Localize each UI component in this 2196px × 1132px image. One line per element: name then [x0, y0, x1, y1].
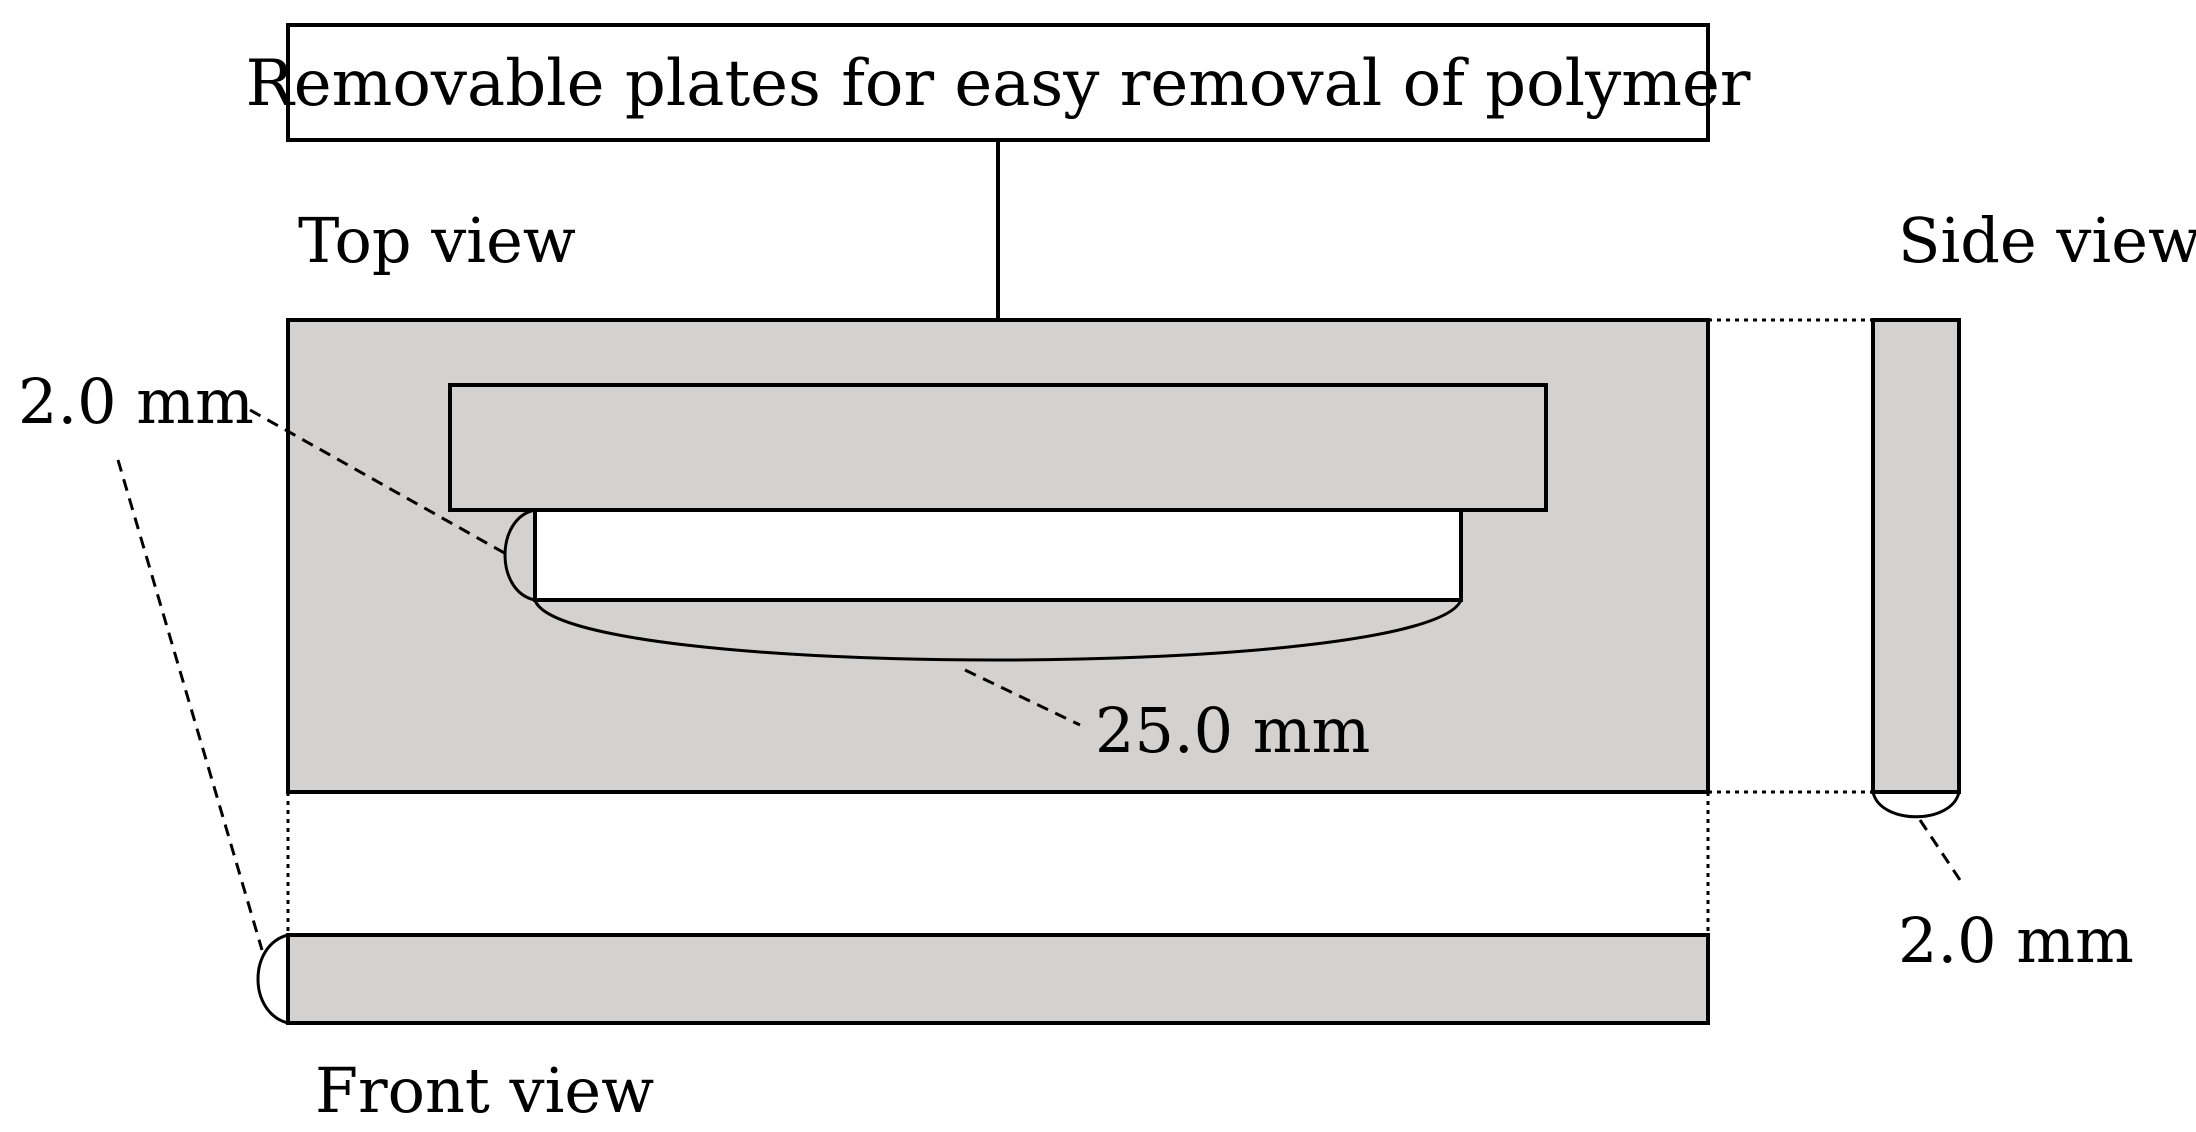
side-view-plate — [1871, 318, 1961, 794]
side-view-label: Side view — [1898, 204, 2196, 277]
leader-slot-depth — [249, 408, 509, 557]
side-thickness-curve — [1871, 791, 1961, 819]
front-depth-curve — [256, 933, 289, 1025]
slot-depth-label: 2.0 mm — [18, 365, 254, 438]
slot-length-curve — [533, 599, 1463, 662]
side-thickness-label: 2.0 mm — [1898, 904, 2134, 977]
removable-plate — [448, 383, 1548, 512]
leader-slot-length — [964, 668, 1081, 727]
callout-box — [286, 23, 1710, 142]
callout-text: Removable plates for easy removal of pol… — [246, 47, 1751, 121]
leader-side-thickness — [1918, 819, 1962, 881]
slot-depth-curve — [503, 508, 536, 602]
front-view-label: Front view — [315, 1054, 654, 1127]
front-view-plate — [286, 933, 1710, 1025]
leader-front-depth — [116, 459, 264, 951]
polymer-slot — [533, 508, 1463, 602]
top-view-label: Top view — [298, 204, 576, 277]
slot-length-label: 25.0 mm — [1095, 694, 1370, 767]
